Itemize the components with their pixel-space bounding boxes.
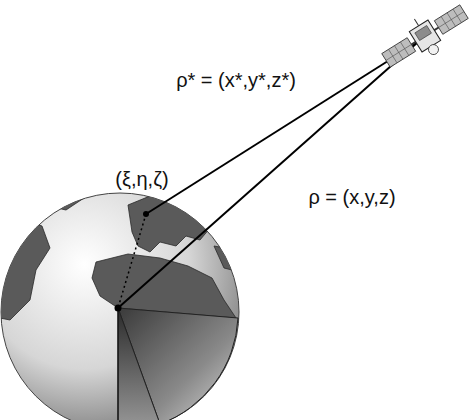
center-point xyxy=(115,305,122,312)
satellite xyxy=(375,0,473,78)
vector-label: ρ = (x,y,z) xyxy=(308,186,395,208)
globe xyxy=(0,178,240,420)
station-point xyxy=(143,211,149,217)
cutaway-wedge xyxy=(118,308,238,420)
vector-label: ρ* = (x*,y*,z*) xyxy=(176,69,296,91)
coordinate-label: (ξ,η,ζ) xyxy=(115,168,168,190)
